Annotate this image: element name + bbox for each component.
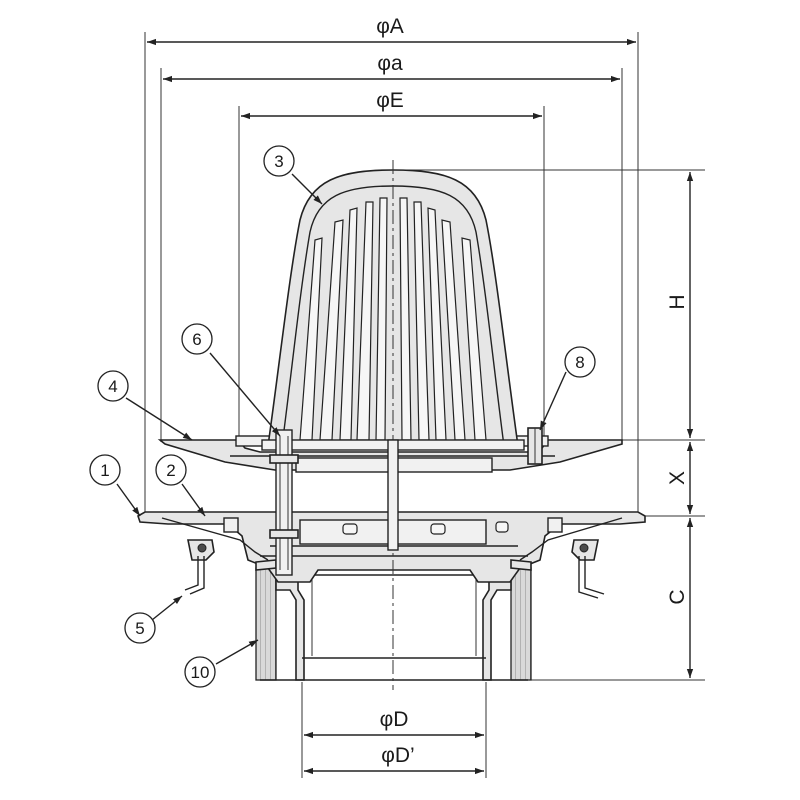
part-callouts: 1 2 3 4 5 6 8 10 [89, 145, 596, 688]
dim-E-label: φE [376, 89, 404, 112]
dim-D-prime-label: φD’ [381, 744, 414, 767]
svg-text:4: 4 [108, 377, 117, 396]
svg-text:3: 3 [274, 152, 283, 171]
part-number-4: 4 [97, 370, 129, 402]
part-number-8: 8 [564, 346, 596, 378]
part-number-3: 3 [263, 145, 295, 177]
dimension-labels: φA φa φE H X C φD φD’ [368, 14, 689, 767]
dim-H-label: H [666, 294, 689, 309]
part-number-1: 1 [89, 454, 121, 486]
svg-text:5: 5 [135, 619, 144, 638]
svg-text:6: 6 [192, 330, 201, 349]
dim-a-label: φa [377, 52, 403, 75]
strainer-slots [299, 197, 487, 441]
pipe-socket [255, 559, 532, 681]
part-number-10: 10 [184, 656, 216, 688]
svg-text:8: 8 [575, 353, 584, 372]
dimension-lines [147, 38, 694, 775]
svg-text:2: 2 [166, 461, 175, 480]
dim-A-label: φA [376, 15, 404, 38]
part-number-6: 6 [181, 323, 213, 355]
strainer-dome [261, 169, 525, 451]
part-number-2: 2 [155, 454, 187, 486]
extension-lines [144, 32, 705, 778]
part-number-5: 5 [124, 612, 156, 644]
svg-text:10: 10 [191, 663, 210, 682]
leader-lines [116, 173, 567, 665]
svg-text:1: 1 [100, 461, 109, 480]
dim-X-label: X [666, 471, 689, 485]
bolts [269, 427, 543, 576]
dim-D-label: φD [380, 708, 409, 731]
dim-C-label: C [666, 589, 689, 604]
